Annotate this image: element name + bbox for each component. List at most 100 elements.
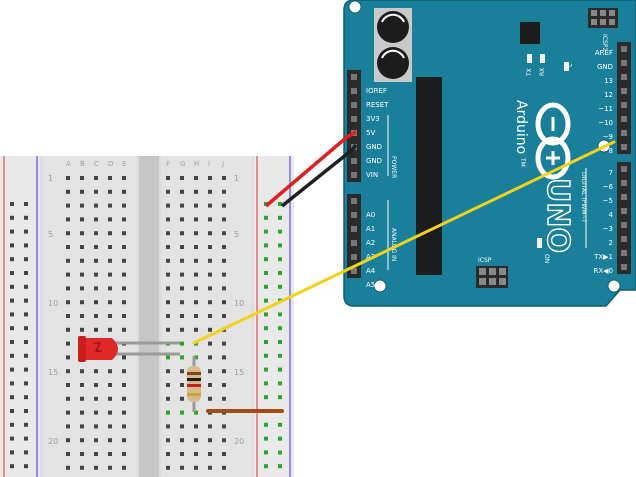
- breadboard-hole[interactable]: [278, 367, 282, 372]
- breadboard-hole[interactable]: [208, 438, 212, 443]
- breadboard-hole[interactable]: [108, 452, 112, 456]
- header-pin[interactable]: [351, 198, 357, 204]
- breadboard-hole[interactable]: [278, 312, 282, 317]
- breadboard-hole[interactable]: [94, 286, 98, 291]
- header-pin[interactable]: [621, 166, 627, 172]
- breadboard-hole[interactable]: [94, 189, 98, 194]
- breadboard-hole[interactable]: [10, 395, 14, 400]
- breadboard-hole[interactable]: [208, 245, 212, 249]
- breadboard-hole[interactable]: [278, 381, 282, 386]
- breadboard-hole[interactable]: [180, 231, 184, 236]
- breadboard-hole[interactable]: [180, 369, 184, 374]
- breadboard-hole[interactable]: [108, 327, 112, 332]
- breadboard-hole[interactable]: [10, 229, 14, 234]
- breadboard-hole[interactable]: [66, 176, 70, 180]
- breadboard-hole[interactable]: [122, 272, 126, 277]
- breadboard-hole[interactable]: [208, 355, 212, 360]
- breadboard-hole[interactable]: [122, 438, 126, 443]
- breadboard-hole[interactable]: [264, 312, 268, 317]
- breadboard-hole[interactable]: [264, 243, 268, 248]
- breadboard-hole[interactable]: [222, 452, 226, 456]
- breadboard-hole[interactable]: [208, 203, 212, 208]
- breadboard-hole[interactable]: [180, 355, 184, 360]
- breadboard-hole[interactable]: [194, 176, 198, 180]
- breadboard-hole[interactable]: [222, 272, 226, 277]
- breadboard-hole[interactable]: [194, 465, 198, 470]
- breadboard-hole[interactable]: [194, 355, 198, 360]
- breadboard-hole[interactable]: [222, 438, 226, 443]
- breadboard-hole[interactable]: [278, 464, 282, 469]
- breadboard-hole[interactable]: [208, 176, 212, 180]
- header-pin[interactable]: [621, 180, 627, 186]
- breadboard-hole[interactable]: [264, 326, 268, 331]
- header-pin[interactable]: [351, 268, 357, 274]
- breadboard-hole[interactable]: [180, 327, 184, 332]
- breadboard-hole[interactable]: [166, 231, 170, 236]
- breadboard-hole[interactable]: [80, 396, 84, 401]
- breadboard-hole[interactable]: [10, 312, 14, 317]
- breadboard-hole[interactable]: [264, 298, 268, 303]
- breadboard-hole[interactable]: [80, 424, 84, 429]
- header-pin[interactable]: [621, 130, 627, 136]
- breadboard-hole[interactable]: [194, 272, 198, 277]
- breadboard-hole[interactable]: [66, 217, 70, 222]
- breadboard-hole[interactable]: [278, 450, 282, 455]
- breadboard-hole[interactable]: [180, 258, 184, 263]
- breadboard-hole[interactable]: [24, 271, 28, 275]
- breadboard-hole[interactable]: [222, 369, 226, 374]
- breadboard-hole[interactable]: [10, 271, 14, 275]
- header-pin[interactable]: [351, 158, 357, 164]
- breadboard-hole[interactable]: [10, 257, 14, 262]
- breadboard-hole[interactable]: [66, 355, 70, 360]
- breadboard-hole[interactable]: [94, 452, 98, 456]
- breadboard-hole[interactable]: [10, 340, 14, 344]
- breadboard-hole[interactable]: [166, 314, 170, 318]
- breadboard-hole[interactable]: [222, 286, 226, 291]
- breadboard-hole[interactable]: [108, 217, 112, 222]
- breadboard-hole[interactable]: [208, 231, 212, 236]
- header-pin[interactable]: [351, 74, 357, 80]
- breadboard-hole[interactable]: [208, 327, 212, 332]
- breadboard-hole[interactable]: [166, 176, 170, 180]
- breadboard-hole[interactable]: [122, 217, 126, 222]
- breadboard-hole[interactable]: [80, 383, 84, 387]
- breadboard-hole[interactable]: [194, 258, 198, 263]
- breadboard-hole[interactable]: [94, 217, 98, 222]
- header-pin[interactable]: [351, 240, 357, 246]
- breadboard-hole[interactable]: [108, 396, 112, 401]
- breadboard-hole[interactable]: [264, 257, 268, 262]
- breadboard-hole[interactable]: [122, 176, 126, 180]
- header-pin[interactable]: [621, 208, 627, 214]
- breadboard-hole[interactable]: [208, 314, 212, 318]
- breadboard-hole[interactable]: [264, 422, 268, 427]
- breadboard-hole[interactable]: [80, 272, 84, 277]
- breadboard-hole[interactable]: [222, 424, 226, 429]
- breadboard-hole[interactable]: [108, 245, 112, 249]
- breadboard-hole[interactable]: [24, 215, 28, 220]
- breadboard-hole[interactable]: [278, 326, 282, 331]
- breadboard-hole[interactable]: [180, 245, 184, 249]
- breadboard-hole[interactable]: [166, 272, 170, 277]
- breadboard-hole[interactable]: [122, 300, 126, 305]
- breadboard-hole[interactable]: [194, 424, 198, 429]
- breadboard-hole[interactable]: [80, 410, 84, 415]
- breadboard-hole[interactable]: [24, 395, 28, 400]
- breadboard-hole[interactable]: [208, 286, 212, 291]
- header-pin[interactable]: [351, 88, 357, 94]
- breadboard-hole[interactable]: [122, 231, 126, 236]
- breadboard-hole[interactable]: [108, 258, 112, 263]
- breadboard-hole[interactable]: [24, 229, 28, 234]
- breadboard-hole[interactable]: [166, 369, 170, 374]
- header-pin[interactable]: [351, 116, 357, 122]
- breadboard-hole[interactable]: [80, 452, 84, 456]
- breadboard-hole[interactable]: [166, 258, 170, 263]
- breadboard-hole[interactable]: [194, 300, 198, 305]
- header-pin[interactable]: [621, 116, 627, 122]
- header-pin[interactable]: [621, 88, 627, 94]
- breadboard-hole[interactable]: [66, 327, 70, 332]
- breadboard-hole[interactable]: [10, 381, 14, 386]
- breadboard-hole[interactable]: [24, 340, 28, 344]
- breadboard-hole[interactable]: [222, 258, 226, 263]
- breadboard-hole[interactable]: [180, 217, 184, 222]
- breadboard-hole[interactable]: [180, 300, 184, 305]
